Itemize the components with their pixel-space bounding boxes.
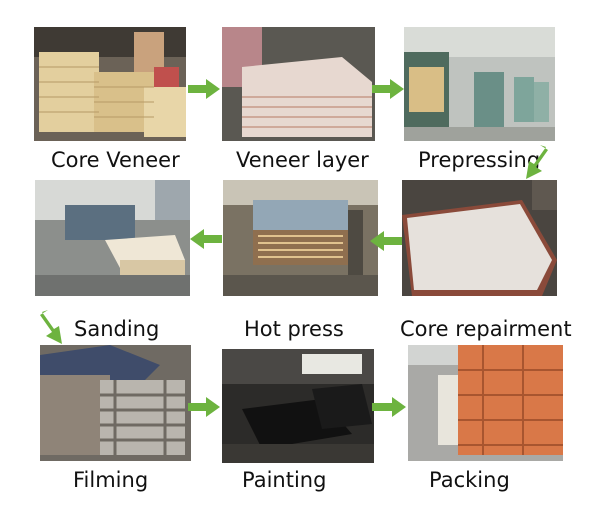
arrow-down-left-icon bbox=[524, 145, 550, 179]
label-core-veneer: Core Veneer bbox=[51, 148, 180, 172]
photo-painting bbox=[222, 349, 374, 463]
label-veneer-layer: Veneer layer bbox=[236, 148, 369, 172]
arrow-right-icon bbox=[188, 79, 220, 99]
arrow-down-right-icon bbox=[38, 310, 64, 344]
label-prepressing: Prepressing bbox=[418, 148, 540, 172]
photo-core-veneer bbox=[34, 27, 186, 141]
label-sanding: Sanding bbox=[74, 317, 159, 341]
label-hot-press: Hot press bbox=[244, 317, 344, 341]
arrow-left-icon bbox=[370, 231, 402, 251]
photo-hot-press bbox=[223, 180, 378, 296]
photo-sanding bbox=[35, 180, 190, 296]
label-filming: Filming bbox=[73, 468, 148, 492]
photo-prepressing bbox=[404, 27, 555, 141]
arrow-right-icon bbox=[188, 397, 220, 417]
arrow-left-icon bbox=[190, 229, 222, 249]
photo-core-repairment bbox=[402, 180, 557, 296]
photo-filming bbox=[40, 345, 191, 461]
photo-veneer-layer bbox=[222, 27, 375, 141]
arrow-right-icon bbox=[372, 397, 406, 417]
photo-packing bbox=[408, 345, 563, 461]
label-packing: Packing bbox=[429, 468, 510, 492]
label-core-repairment: Core repairment bbox=[400, 317, 572, 341]
arrow-right-icon bbox=[372, 79, 404, 99]
label-painting: Painting bbox=[242, 468, 326, 492]
